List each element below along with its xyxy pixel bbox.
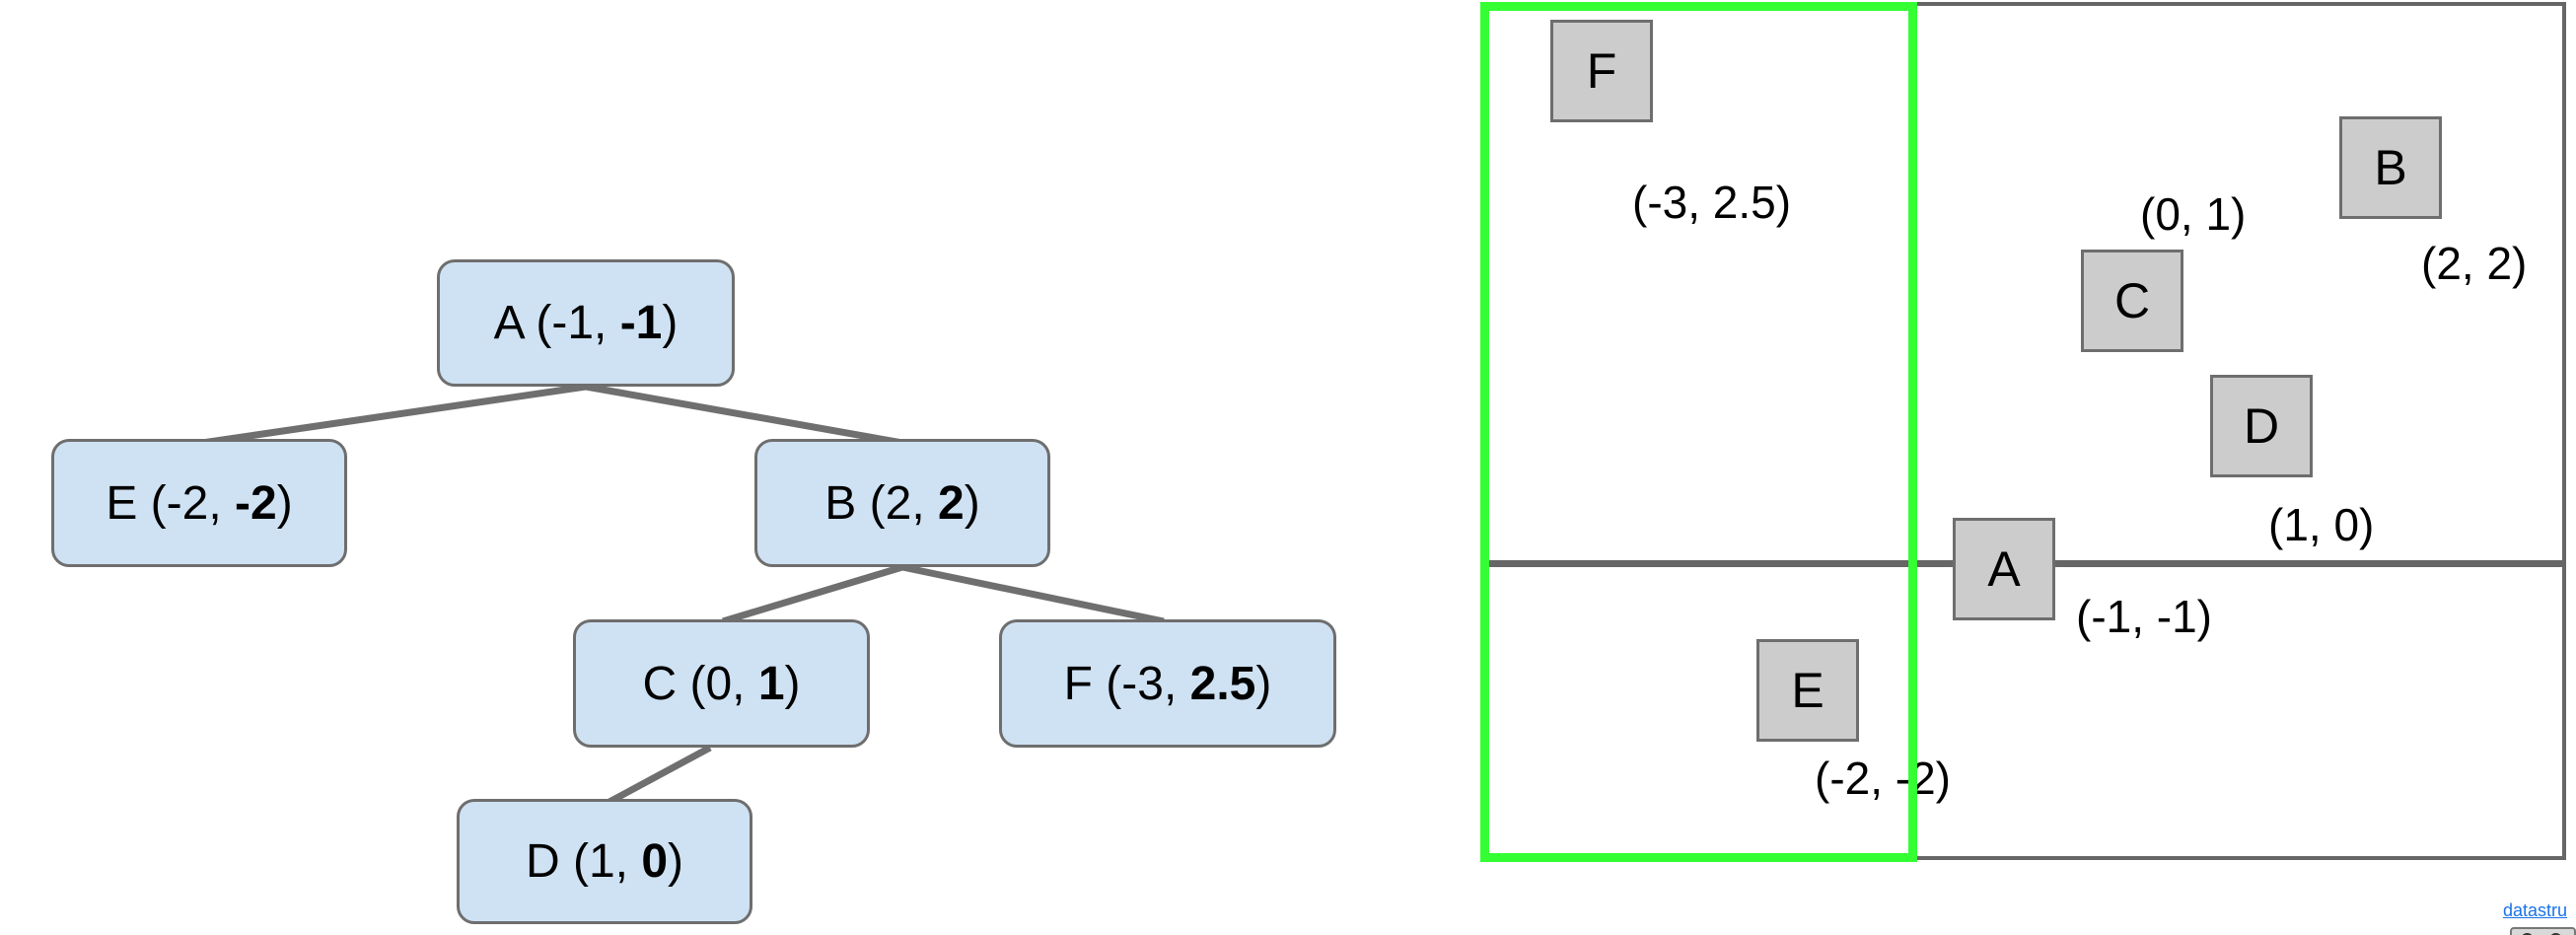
- plot-point-E-coords: (-2, -2): [1815, 753, 1951, 804]
- plot-point-B-letter: B: [2374, 140, 2407, 195]
- tree-node-C-bold-y: 1: [757, 657, 785, 710]
- tree-node-E-bold-y: -2: [235, 476, 277, 530]
- tree-node-B-prefix: B (2,: [824, 476, 938, 530]
- tree-node-E: E (-2, -2): [51, 439, 347, 567]
- plot-point-C-coords: (0, 1): [2140, 188, 2247, 240]
- tree-node-E-label: E (-2, -2): [106, 476, 292, 531]
- tree-node-C-suffix: ): [784, 657, 801, 710]
- tree-edge-B-F: [901, 563, 1165, 625]
- tree-node-D-label: D (1, 0): [526, 834, 683, 889]
- tree-node-D: D (1, 0): [457, 799, 752, 924]
- tree-edge-A-B: [585, 383, 903, 447]
- plot-point-E-letter: E: [1791, 663, 1825, 718]
- tree-node-C-label: C (0, 1): [642, 657, 800, 711]
- tree-node-B: B (2, 2): [754, 439, 1050, 567]
- tree-node-F-bold-y: 2.5: [1189, 657, 1256, 710]
- tree-edge-C-D: [608, 744, 712, 806]
- tree-node-A-suffix: ): [662, 297, 679, 349]
- tree-node-D-bold-y: 0: [641, 835, 669, 888]
- tree-node-B-label: B (2, 2): [824, 476, 979, 531]
- plot-point-D-coords: (1, 0): [2268, 499, 2375, 550]
- tree-node-D-suffix: ): [668, 835, 684, 888]
- plot-point-D-letter: D: [2243, 398, 2280, 454]
- tree-node-E-prefix: E (-2,: [106, 476, 235, 530]
- tree-node-A: A (-1, -1): [437, 259, 735, 387]
- tree-node-E-suffix: ): [276, 476, 293, 530]
- tree-node-A-bold-y: -1: [619, 297, 663, 349]
- tree-edges: [201, 383, 1165, 806]
- widget-dot: [2549, 933, 2562, 935]
- tree-node-F: F (-3, 2.5): [999, 619, 1336, 748]
- tree-edge-B-C: [721, 563, 904, 625]
- plot-point-B: B: [2339, 116, 2442, 219]
- tree-node-B-suffix: ): [964, 476, 980, 530]
- plot-point-A-coords: (-1, -1): [2076, 591, 2212, 642]
- tree-node-F-label: F (-3, 2.5): [1064, 657, 1272, 711]
- plot-point-C: C: [2081, 250, 2183, 352]
- partial-widget[interactable]: [2510, 927, 2576, 935]
- plot-point-C-letter: C: [2113, 273, 2151, 328]
- plot-point-F-coords: (-3, 2.5): [1632, 177, 1792, 228]
- plot-point-D: D: [2210, 375, 2313, 477]
- attribution-link[interactable]: datastru: [2503, 900, 2568, 920]
- tree-node-F-suffix: ): [1255, 657, 1272, 710]
- widget-dot: [2521, 933, 2534, 935]
- tree-node-A-label: A (-1, -1): [494, 296, 679, 350]
- plot-point-E: E: [1756, 639, 1859, 742]
- tree-node-F-prefix: F (-3,: [1063, 657, 1190, 710]
- tree-node-C: C (0, 1): [573, 619, 870, 748]
- plot-point-F: F: [1550, 20, 1653, 122]
- plot-point-A-letter: A: [1987, 541, 2021, 597]
- tree-node-B-bold-y: 2: [938, 476, 965, 530]
- tree-node-D-prefix: D (1,: [525, 835, 642, 888]
- plot-point-A: A: [1953, 518, 2055, 620]
- plot-point-B-coords: (2, 2): [2421, 238, 2528, 289]
- plot-point-F-letter: F: [1586, 43, 1617, 99]
- tree-edge-A-E: [201, 383, 587, 447]
- tree-node-A-prefix: A (-1,: [493, 297, 620, 349]
- tree-node-C-prefix: C (0,: [642, 657, 758, 710]
